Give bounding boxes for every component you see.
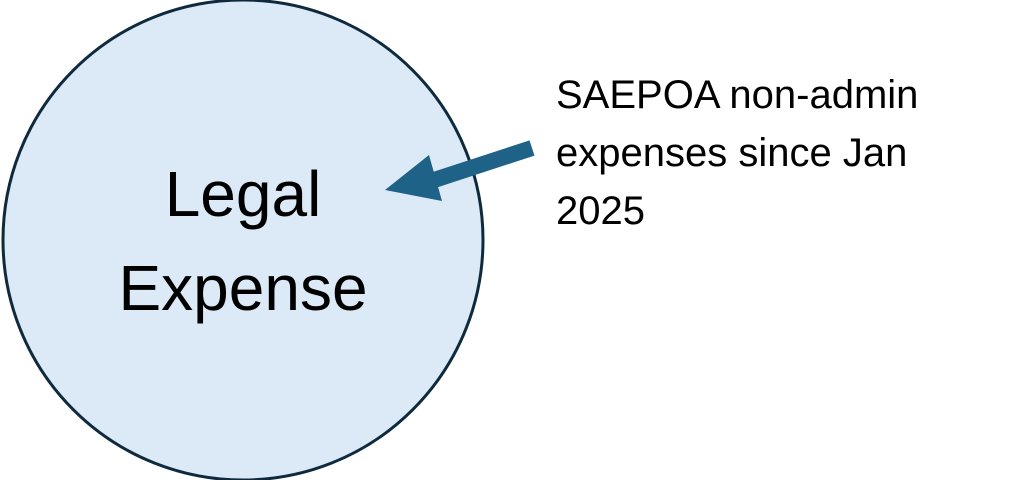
annotation-line-3: 2025 [556,189,645,233]
legal-expense-circle [1,0,485,480]
arrow-pointing-left-icon [385,140,535,201]
circle-label-line-2: Expense [118,252,367,324]
annotation-line-1: SAEPOA non-admin [556,73,919,117]
circle-label-line-1: Legal [165,158,322,230]
arrow-shaft [425,140,535,190]
annotation-line-2: expenses since Jan [556,131,908,175]
annotation-text: SAEPOA non-admin expenses since Jan 2025 [556,66,1016,240]
arrow-head [385,155,442,201]
